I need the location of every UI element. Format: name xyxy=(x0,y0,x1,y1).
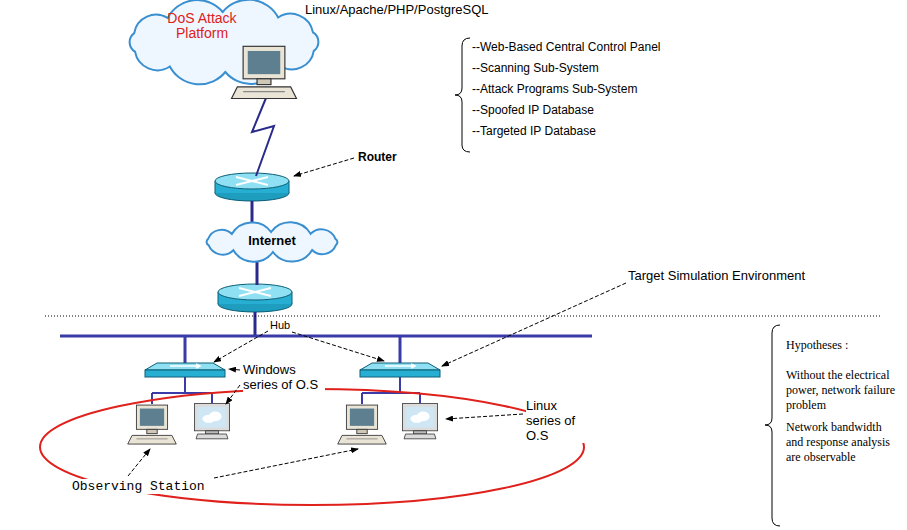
network-wire xyxy=(152,377,212,404)
subsystem-item: --Web-Based Central Control Panel xyxy=(472,40,661,54)
target-area-ellipse xyxy=(40,389,584,505)
hypothesis-note: Network bandwidth and response analysis … xyxy=(786,420,898,465)
os-label: Linux series of O.S xyxy=(526,398,590,443)
hypothesis-note: Without the electrical power, network fa… xyxy=(786,368,898,413)
boundary-line xyxy=(45,316,880,317)
hypotheses-heading: Hypotheses : xyxy=(786,338,898,353)
switch-icon xyxy=(360,363,440,377)
internet-cloud: Internet xyxy=(193,220,351,264)
subsystem-item: --Attack Programs Sub-System xyxy=(472,82,637,96)
node-label: DoS Attack Platform xyxy=(154,11,250,41)
node-label: Internet xyxy=(193,220,351,248)
network-wire xyxy=(256,262,259,285)
network-wire xyxy=(252,98,274,176)
server-icon xyxy=(194,404,229,439)
router-icon xyxy=(218,284,292,312)
observing-station-label: Observing Station xyxy=(72,479,205,494)
computer-icon xyxy=(232,46,297,98)
cloud-outline xyxy=(130,0,319,84)
subsystem-item: --Targeted IP Database xyxy=(472,124,596,138)
target-environment-label: Target Simulation Environment xyxy=(628,268,805,283)
router-label: Router xyxy=(358,150,397,164)
computer-icon xyxy=(338,405,387,444)
os-label: Windows series of O.S xyxy=(243,362,325,392)
switch-icon xyxy=(145,363,225,377)
brace xyxy=(765,325,780,526)
router-icon xyxy=(215,173,289,201)
brace xyxy=(455,38,470,152)
server-icon xyxy=(402,404,437,439)
network-wire xyxy=(185,336,400,363)
hub-label: Hub xyxy=(268,319,292,331)
subsystem-item: --Spoofed IP Database xyxy=(472,103,594,117)
hub-bus xyxy=(60,335,592,338)
software-stack-label: Linux/Apache/PHP/PostgreSQL xyxy=(305,2,489,17)
subsystem-item: --Scanning Sub-System xyxy=(472,61,599,75)
attack-platform-cloud: DoS Attack Platform xyxy=(118,0,330,84)
network-wire xyxy=(254,312,257,335)
computer-icon xyxy=(128,405,177,444)
